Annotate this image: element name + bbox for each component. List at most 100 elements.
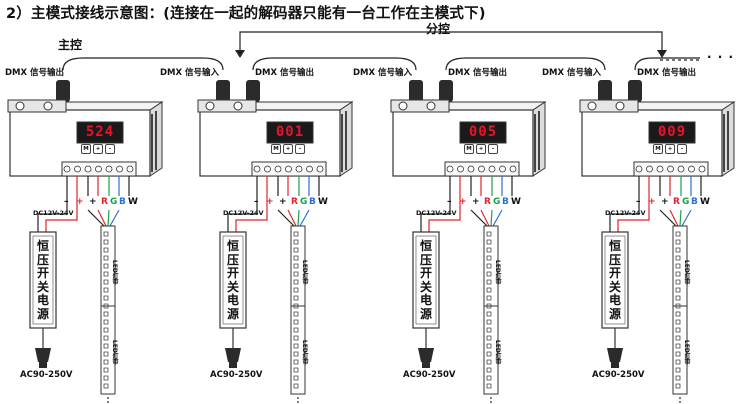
led-chip: [293, 359, 299, 365]
psu-negative-wire: [420, 196, 451, 232]
psu-negative-wire: [37, 196, 68, 232]
strip-green-wire: [490, 209, 493, 227]
dc-voltage-label: DC12V-24V: [416, 209, 457, 217]
power-supply-char: 开: [419, 266, 432, 280]
led-strip-label: LED灯带: [683, 340, 690, 365]
dmx-output-label: DMX 信号输出: [448, 68, 508, 78]
strip-common-wire: [659, 209, 677, 227]
power-supply-char: 关: [36, 279, 49, 294]
led-chip: [486, 343, 492, 349]
dmx-port-socket: [615, 101, 625, 111]
terminal-common-plus-label: +: [89, 197, 97, 207]
led-chip: [103, 287, 109, 293]
led-chip: [675, 335, 681, 341]
dmx-input-label: DMX 信号输入: [353, 68, 413, 78]
power-supply-label: 恒压开关电源: [417, 239, 435, 321]
led-chip: [675, 279, 681, 285]
led-strip-label: LED灯带: [301, 340, 308, 365]
terminal-b-label: B: [502, 197, 509, 207]
mode-button[interactable]: M: [653, 144, 663, 154]
terminal-screw: [84, 165, 92, 173]
power-supply-char: 电: [608, 293, 621, 307]
display-bezel: [266, 121, 314, 144]
mode-button[interactable]: M: [81, 144, 91, 154]
terminal-r-label: R: [673, 197, 680, 207]
ac-input-label: AC90-250V: [403, 370, 456, 380]
led-strip-label: LED灯带: [111, 340, 118, 365]
down-button[interactable]: –: [677, 144, 687, 154]
terminal-r-label: R: [101, 197, 108, 207]
led-chip: [293, 231, 299, 237]
terminal-screw: [446, 165, 454, 173]
ac-plug-base: [611, 362, 619, 368]
terminal-plus-label: +: [266, 197, 274, 207]
strip-continue-dot: [107, 397, 109, 399]
terminal-screw: [126, 165, 134, 173]
up-button[interactable]: +: [283, 144, 293, 154]
led-chip: [486, 335, 492, 341]
led-chip: [293, 351, 299, 357]
dc-voltage-label: DC12V-24V: [223, 209, 264, 217]
power-supply-char: 恒: [608, 239, 621, 253]
strip-continue-dot: [490, 401, 492, 403]
psu-negative-wire: [609, 196, 640, 232]
power-supply-box: [601, 231, 629, 329]
led-chip: [675, 287, 681, 293]
psu-positive-wire: [617, 196, 650, 232]
psu-positive-wire: [428, 196, 461, 232]
led-chip: [103, 343, 109, 349]
led-chip: [486, 287, 492, 293]
link-arrow-left: [235, 50, 245, 58]
terminal-common-plus-label: +: [279, 197, 287, 207]
master-label: 主控: [58, 38, 83, 52]
led-strip-label: LED灯带: [494, 260, 501, 285]
slave-label: 分控: [426, 22, 451, 36]
up-button[interactable]: +: [93, 144, 103, 154]
strip-blue-wire: [492, 209, 503, 227]
mode-button[interactable]: M: [271, 144, 281, 154]
up-button[interactable]: +: [476, 144, 486, 154]
led-chip: [293, 367, 299, 373]
dmx-port-socket: [426, 101, 436, 111]
led-chip: [675, 247, 681, 253]
terminal-b-label: B: [119, 197, 126, 207]
down-button[interactable]: –: [105, 144, 115, 154]
dmx-cable: [252, 57, 417, 71]
down-button[interactable]: –: [488, 144, 498, 154]
strip-blue-wire: [681, 209, 692, 227]
terminal-minus-label: –: [636, 197, 641, 207]
psu-positive-wire: [45, 196, 78, 232]
terminal-minus-label: –: [254, 197, 259, 207]
power-supply-char: 关: [608, 279, 621, 294]
terminal-screw: [677, 165, 685, 173]
dmx-port-socket: [233, 101, 243, 111]
power-supply-char: 开: [36, 266, 49, 280]
display-bezel: [459, 121, 507, 144]
up-button[interactable]: +: [665, 144, 675, 154]
led-chip: [486, 327, 492, 333]
led-chip: [293, 247, 299, 253]
strip-continue-dot: [297, 397, 299, 399]
led-chip: [486, 359, 492, 365]
strip-red-wire: [97, 209, 107, 227]
terminal-screw: [116, 165, 123, 173]
mode-button[interactable]: M: [464, 144, 474, 154]
terminal-screw: [285, 165, 292, 173]
terminal-common-plus-label: +: [661, 197, 669, 207]
down-button[interactable]: –: [295, 144, 305, 154]
dmx-port-socket: [587, 101, 597, 111]
terminal-screw: [656, 165, 664, 173]
dmx-output-label: DMX 信号输出: [637, 68, 697, 78]
led-chip: [103, 231, 109, 237]
dmx-cable: [634, 57, 700, 71]
link-arrow-right: [657, 50, 667, 58]
led-chip: [675, 319, 681, 325]
led-chip: [675, 343, 681, 349]
strip-common-wire: [277, 209, 295, 227]
led-chip: [675, 295, 681, 301]
power-supply-char: 压: [36, 252, 49, 267]
led-chip: [675, 351, 681, 357]
terminal-screw: [509, 165, 517, 173]
led-chip: [103, 311, 109, 317]
